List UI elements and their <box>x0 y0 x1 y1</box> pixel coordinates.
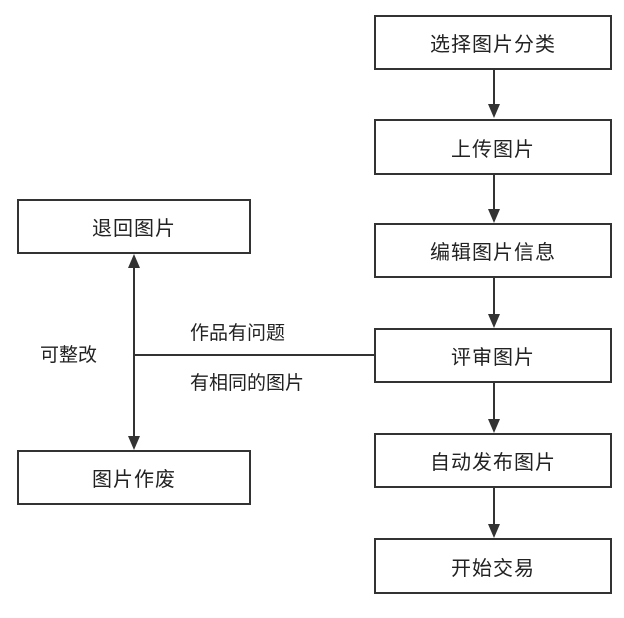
node-auto-publish: 自动发布图片 <box>374 433 612 488</box>
arrow-publish-to-trade <box>488 488 500 538</box>
label-fixable: 可整改 <box>40 344 98 366</box>
node-upload: 上传图片 <box>374 119 612 175</box>
label-problem: 作品有问题 <box>190 322 286 344</box>
node-edit-info: 编辑图片信息 <box>374 223 612 278</box>
arrow-branch-to-return <box>128 254 140 355</box>
node-review: 评审图片 <box>374 328 612 383</box>
node-start-trade: 开始交易 <box>374 538 612 594</box>
arrow-upload-to-edit <box>488 175 500 223</box>
arrow-branch-to-void <box>128 355 140 450</box>
node-return: 退回图片 <box>17 199 251 254</box>
label-duplicate: 有相同的图片 <box>190 372 305 394</box>
node-void: 图片作废 <box>17 450 251 505</box>
node-select-category: 选择图片分类 <box>374 15 612 70</box>
arrow-review-to-publish <box>488 383 500 433</box>
arrow-edit-to-review <box>488 278 500 328</box>
arrow-select-to-upload <box>488 70 500 118</box>
